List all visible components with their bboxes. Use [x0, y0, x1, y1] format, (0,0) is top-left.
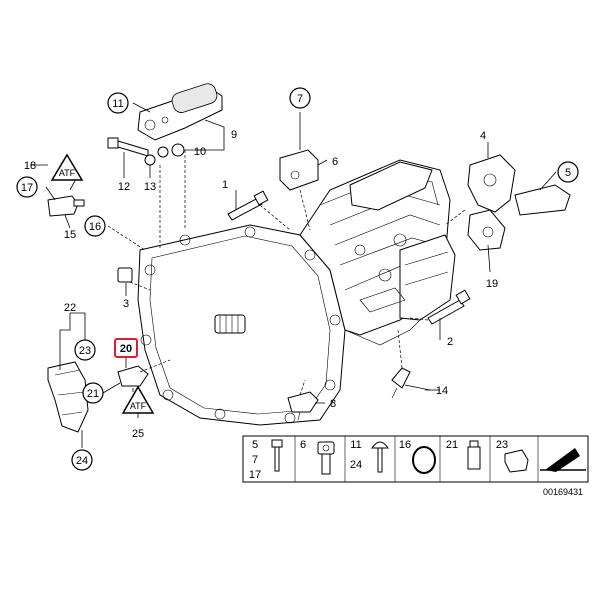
callout-3: 3 — [123, 298, 129, 310]
callout-18: 18 — [24, 160, 36, 172]
svg-text:ATF: ATF — [130, 401, 147, 411]
callout-19: 19 — [486, 278, 498, 290]
svg-text:23: 23 — [79, 345, 91, 357]
callout-2: 2 — [447, 336, 453, 348]
callout-17: 17 — [16, 176, 38, 198]
callout-1: 1 — [222, 179, 228, 191]
callout-10: 10 — [194, 146, 206, 158]
callout-9: 9 — [231, 129, 237, 141]
legend-dowel-icon — [467, 440, 481, 470]
warning-triangle-25: ATF — [121, 385, 155, 414]
svg-text:ATF: ATF — [59, 168, 76, 178]
callout-25: 25 — [132, 428, 144, 440]
shield-part-22 — [47, 361, 89, 433]
callout-21: 21 — [82, 382, 104, 404]
bolt-part-2 — [427, 289, 471, 325]
callout-24: 24 — [71, 449, 93, 471]
sensor-part-14 — [391, 367, 411, 399]
callout-22: 22 — [64, 302, 76, 314]
shift-actuator-part — [137, 83, 223, 141]
legend-label-7: 7 — [252, 454, 258, 466]
legend-bolt-icon-1 — [271, 439, 283, 472]
callout-11: 11 — [107, 92, 129, 114]
switch-part-20 — [117, 365, 149, 387]
legend-label-21: 21 — [446, 439, 458, 451]
callout-13: 13 — [144, 181, 156, 193]
svg-text:24: 24 — [76, 455, 88, 467]
svg-text:7: 7 — [297, 93, 303, 105]
legend-bolt-icon-2 — [371, 441, 389, 473]
warning-triangle-18: ATF — [50, 153, 84, 181]
ring-part-10b — [171, 143, 185, 157]
callout-7: 7 — [289, 87, 311, 109]
svg-text:17: 17 — [21, 182, 33, 194]
bolt-part-1 — [227, 190, 269, 221]
callout-12: 12 — [118, 181, 130, 193]
svg-text:20: 20 — [120, 343, 132, 355]
mount-part-5 — [514, 184, 571, 216]
bolt-part-12 — [107, 137, 149, 157]
ring-part-10a — [157, 146, 169, 158]
sensor-part-15 — [47, 195, 85, 217]
sensor-part-8 — [287, 391, 319, 421]
callout-8: 8 — [330, 398, 336, 410]
callout-15: 15 — [64, 229, 76, 241]
legend-label-17: 17 — [249, 469, 261, 481]
legend-ring-icon — [412, 446, 436, 474]
legend-socket-bolt-icon — [317, 441, 335, 475]
module-part-6 — [279, 149, 319, 191]
legend-label-5: 5 — [252, 439, 258, 451]
svg-text:21: 21 — [87, 388, 99, 400]
callout-5: 5 — [557, 161, 579, 183]
legend-arrow-icon — [540, 448, 586, 472]
callout-6: 6 — [332, 156, 338, 168]
svg-text:5: 5 — [565, 167, 571, 179]
legend-label-24: 24 — [350, 459, 362, 471]
washer-part-13 — [144, 154, 156, 166]
callout-16: 16 — [84, 215, 106, 237]
parts-legend-strip: 5 7 17 6 11 24 16 21 — [242, 435, 589, 483]
legend-label-23: 23 — [496, 439, 508, 451]
callout-23: 23 — [74, 339, 96, 361]
callout-20-highlighted: 20 — [114, 338, 138, 358]
svg-text:16: 16 — [89, 221, 101, 233]
legend-label-11: 11 — [350, 439, 361, 451]
transmission-housing — [137, 159, 456, 426]
legend-clip-icon — [504, 449, 529, 473]
legend-label-16: 16 — [399, 439, 411, 451]
catalog-number: 00169431 — [543, 487, 583, 497]
callout-4: 4 — [480, 130, 486, 142]
dowel-part-3 — [117, 267, 133, 283]
mount-bracket-part-4 — [467, 154, 516, 213]
svg-text:11: 11 — [112, 98, 123, 110]
legend-label-6: 6 — [300, 439, 306, 451]
dashed-assembly-lines — [107, 150, 466, 396]
mount-part-19 — [467, 209, 506, 251]
callout-14: 14 — [436, 385, 448, 397]
